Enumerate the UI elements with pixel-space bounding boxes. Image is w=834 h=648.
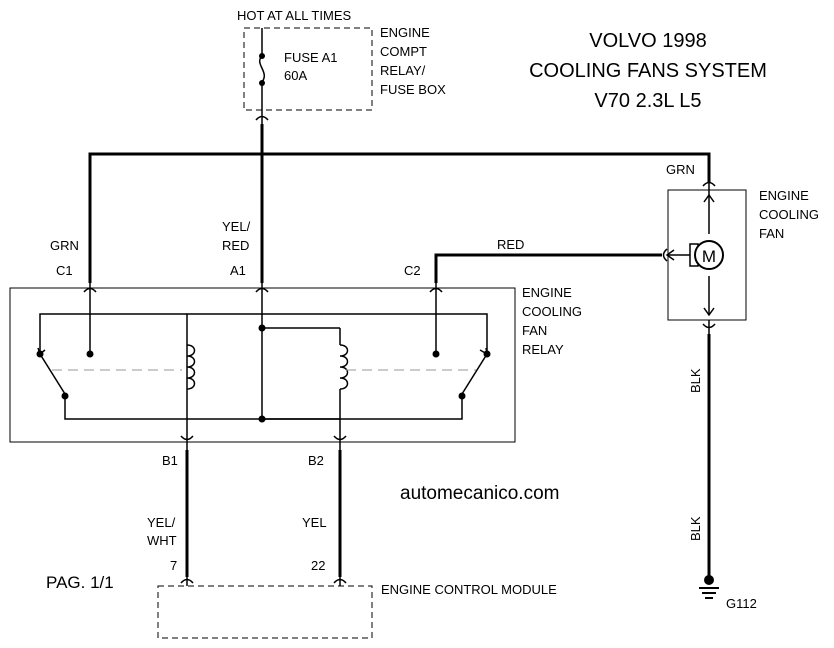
wire-label-c1-grn: GRN xyxy=(50,238,79,253)
title-line-1: VOLVO 1998 xyxy=(589,30,706,52)
wire-label-blk-1: BLK xyxy=(688,368,703,393)
ground-icon xyxy=(699,575,719,599)
wire-label-b2-yel: YEL xyxy=(302,515,327,530)
fan-label-2: COOLING xyxy=(759,207,819,222)
relay-label-2: COOLING xyxy=(522,304,582,319)
fuse-box-label-2: COMPT xyxy=(380,44,427,59)
fuse-box-label-4: FUSE BOX xyxy=(380,82,446,97)
fuse-box-label-1: ENGINE xyxy=(380,25,430,40)
connector-icon xyxy=(83,283,443,296)
wire-label-b1-2: WHT xyxy=(147,533,177,548)
fuse-icon xyxy=(259,28,265,110)
relay-internals xyxy=(36,296,491,432)
motor-icon: M xyxy=(689,240,724,270)
hot-at-all-times-label: HOT AT ALL TIMES xyxy=(237,8,351,23)
fuse-box-label-3: RELAY/ xyxy=(380,63,426,78)
fuse-name: FUSE A1 xyxy=(284,50,337,65)
ecm-pin-22: 22 xyxy=(311,558,325,573)
wire-label-c2-red: RED xyxy=(497,237,524,252)
wire-red-c2 xyxy=(434,253,662,283)
switch-icon xyxy=(36,347,69,400)
wire-label-a1-1: YEL/ xyxy=(222,219,251,234)
ecm-label: ENGINE CONTROL MODULE xyxy=(381,582,557,597)
switch-icon xyxy=(458,347,491,400)
fan-label-1: ENGINE xyxy=(759,188,809,203)
ecm-box xyxy=(157,585,373,639)
connector-icon xyxy=(702,320,716,334)
wire-grn-bus xyxy=(88,152,711,283)
connector-icon xyxy=(662,181,716,262)
fan-internals xyxy=(665,193,715,317)
connector-icon xyxy=(180,432,347,450)
coil-icon xyxy=(339,344,349,432)
relay-box xyxy=(9,287,516,443)
page-label: PAG. 1/1 xyxy=(46,573,114,592)
ecm-pin-7: 7 xyxy=(170,558,177,573)
fuse-rating: 60A xyxy=(284,68,307,83)
title-line-3: V70 2.3L L5 xyxy=(594,90,701,112)
wire-label-fan-grn: GRN xyxy=(666,162,695,177)
wire-label-a1-2: RED xyxy=(222,238,249,253)
fuse-box xyxy=(243,27,373,111)
ground-label: G112 xyxy=(726,596,757,611)
fan-label-3: FAN xyxy=(759,226,784,241)
relay-label-3: FAN xyxy=(522,323,547,338)
motor-symbol: M xyxy=(702,247,716,266)
pin-label-c1: C1 xyxy=(56,263,73,278)
wire-label-blk-2: BLK xyxy=(688,516,703,541)
wire-label-b1-1: YEL/ xyxy=(147,515,176,530)
relay-label-4: RELAY xyxy=(522,342,564,357)
connector-icon xyxy=(180,577,347,586)
pin-label-b2: B2 xyxy=(308,453,324,468)
relay-label-1: ENGINE xyxy=(522,285,572,300)
pin-label-c2: C2 xyxy=(404,263,421,278)
watermark: automecanico.com xyxy=(400,483,559,504)
coil-icon xyxy=(186,344,196,390)
pin-label-b1: B1 xyxy=(162,453,178,468)
title-line-2: COOLING FANS SYSTEM xyxy=(529,60,767,82)
pin-label-a1: A1 xyxy=(230,263,246,278)
